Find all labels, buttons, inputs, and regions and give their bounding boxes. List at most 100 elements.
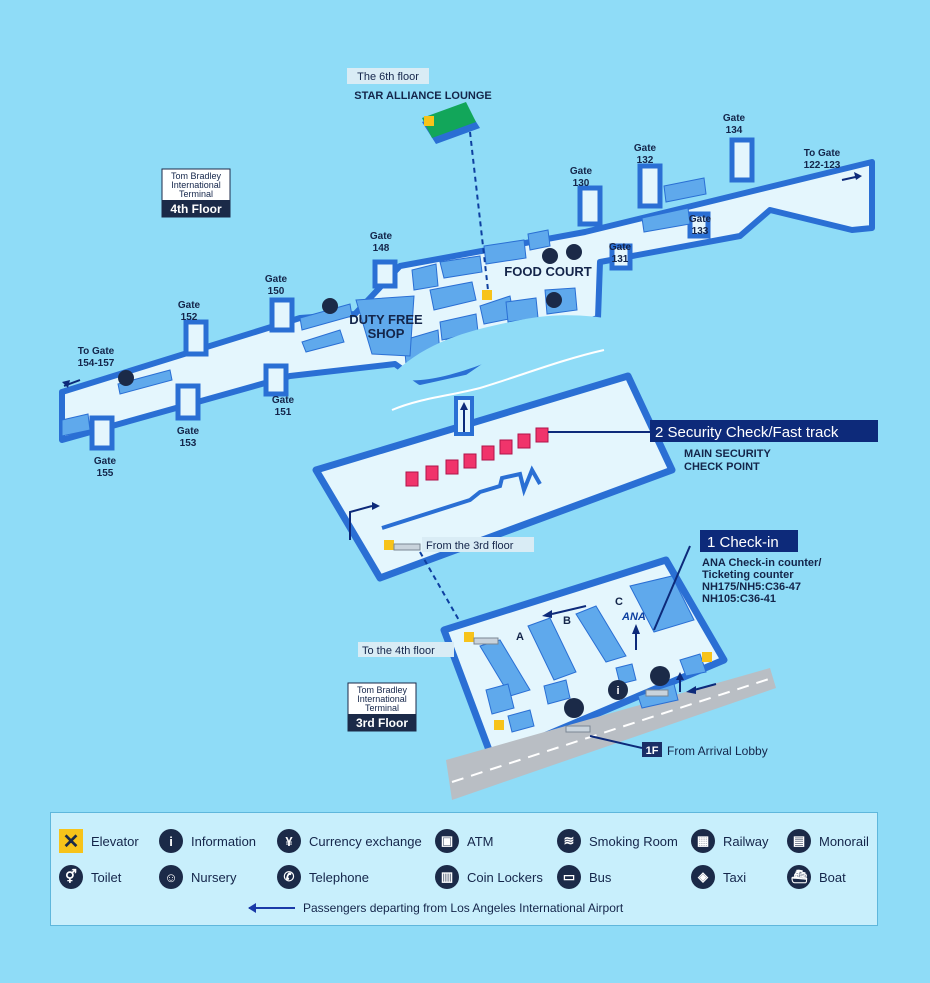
- legend-coin-lockers: ▥ Coin Lockers: [435, 865, 543, 889]
- atm-icon: ▣: [435, 829, 459, 853]
- bus-icon: ▭: [557, 865, 581, 889]
- legend-currency-exchange: ¥ Currency exchange: [277, 829, 422, 853]
- information-icon: i: [159, 829, 183, 853]
- currency-exchange-icon: ¥: [277, 829, 301, 853]
- svg-text:To Gate: To Gate: [78, 346, 115, 357]
- svg-text:150: 150: [268, 286, 285, 297]
- smoking-room-icon: ≋: [557, 829, 581, 853]
- svg-text:Terminal: Terminal: [179, 189, 213, 199]
- svg-text:148: 148: [373, 243, 390, 254]
- svg-text:4th Floor: 4th Floor: [170, 202, 222, 216]
- fourth-floor-concourse: [59, 137, 875, 451]
- svg-text:133: 133: [692, 226, 709, 237]
- legend-nursery: ☺ Nursery: [159, 865, 237, 889]
- svg-text:International: International: [357, 694, 407, 704]
- svg-text:Tom Bradley: Tom Bradley: [357, 685, 408, 695]
- arrow-left-icon: [248, 903, 295, 913]
- svg-text:C: C: [615, 596, 623, 608]
- from-3rd-floor-label: From the 3rd floor: [426, 540, 514, 552]
- security-booths: [405, 427, 549, 487]
- nursery-icon: ☺: [159, 865, 183, 889]
- legend-boat: ⛴ Boat: [787, 865, 846, 889]
- svg-text:Gate: Gate: [634, 143, 657, 154]
- svg-text:B: B: [563, 615, 571, 627]
- legend-smoking-room: ≋ Smoking Room: [557, 829, 678, 853]
- toilet-icon: [118, 370, 134, 386]
- svg-text:152: 152: [181, 312, 198, 323]
- svg-text:Gate: Gate: [177, 426, 200, 437]
- lounge-floor: The 6th floor: [357, 71, 419, 83]
- svg-text:Terminal: Terminal: [365, 703, 399, 713]
- checkin-hall: [440, 545, 776, 800]
- toilet-icon: ⚥: [59, 865, 83, 889]
- elevator-icon: ✕: [59, 829, 83, 853]
- elevator-icon: [482, 290, 492, 300]
- toilet-icon: [322, 298, 338, 314]
- information-icon: [608, 680, 628, 700]
- map-legend: ✕ Elevator i Information ¥ Currency exch…: [50, 812, 878, 926]
- toilet-icon: [564, 698, 584, 718]
- svg-text:Tom Bradley: Tom Bradley: [171, 171, 222, 181]
- to-4th-floor-label: To the 4th floor: [362, 645, 435, 657]
- food-court-label: FOOD COURT: [504, 264, 591, 279]
- legend-toilet: ⚥ Toilet: [59, 865, 121, 889]
- svg-text:To Gate: To Gate: [804, 148, 841, 159]
- coin-lockers-icon: ▥: [435, 865, 459, 889]
- terminal-sign-3rd: Tom Bradley International Terminal 3rd F…: [347, 682, 417, 732]
- svg-text:CHECK POINT: CHECK POINT: [684, 461, 760, 473]
- svg-text:132: 132: [637, 155, 654, 166]
- toilet-icon: [566, 244, 582, 260]
- railway-icon: ▦: [691, 829, 715, 853]
- svg-text:Gate: Gate: [689, 214, 712, 225]
- svg-text:NH175/NH5:C36-47: NH175/NH5:C36-47: [702, 581, 801, 593]
- svg-text:3rd Floor: 3rd Floor: [356, 716, 408, 730]
- currency-exchange-icon: [650, 666, 670, 686]
- map-labels: The 6th floor STAR ALLIANCE LOUNGE Gate …: [78, 68, 878, 758]
- svg-text:ANA Check-in counter/: ANA Check-in counter/: [702, 557, 821, 569]
- svg-text:Gate: Gate: [94, 456, 117, 467]
- terminal-sign-4th: Tom Bradley International Terminal 4th F…: [161, 168, 231, 218]
- duty-free-label: DUTY FREE: [349, 312, 423, 327]
- svg-text:International: International: [171, 180, 221, 190]
- svg-text:1F: 1F: [646, 745, 659, 757]
- security-callout: 2 Security Check/Fast track: [655, 424, 839, 441]
- svg-text:153: 153: [180, 438, 197, 449]
- svg-text:A: A: [516, 631, 524, 643]
- svg-text:i: i: [616, 685, 619, 697]
- legend-telephone: ✆ Telephone: [277, 865, 369, 889]
- main-security-label: MAIN SECURITY: [684, 448, 771, 460]
- boat-icon: ⛴: [787, 865, 811, 889]
- svg-text:NH105:C36-41: NH105:C36-41: [702, 593, 776, 605]
- svg-text:134: 134: [726, 125, 743, 136]
- checkin-callout: 1 Check-in: [707, 534, 779, 551]
- currency-exchange-icon: [542, 248, 558, 264]
- svg-text:Gate: Gate: [265, 274, 288, 285]
- legend-elevator: ✕ Elevator: [59, 829, 139, 853]
- legend-railway: ▦ Railway: [691, 829, 769, 853]
- svg-text:Gate: Gate: [609, 242, 632, 253]
- monorail-icon: ▤: [787, 829, 811, 853]
- map-icons: i: [118, 244, 670, 718]
- svg-text:122-123: 122-123: [804, 160, 841, 171]
- svg-text:130: 130: [573, 178, 590, 189]
- taxi-icon: ◈: [691, 865, 715, 889]
- lounge-name: STAR ALLIANCE LOUNGE: [354, 90, 492, 102]
- svg-text:Gate: Gate: [723, 113, 746, 124]
- svg-text:Gate: Gate: [370, 231, 393, 242]
- svg-text:Gate: Gate: [570, 166, 593, 177]
- legend-bus: ▭ Bus: [557, 865, 611, 889]
- legend-departure-note: Passengers departing from Los Angeles In…: [248, 901, 623, 915]
- svg-text:Gate: Gate: [178, 300, 201, 311]
- legend-monorail: ▤ Monorail: [787, 829, 869, 853]
- star-alliance-lounge: [422, 102, 489, 291]
- svg-text:131: 131: [612, 254, 629, 265]
- svg-text:151: 151: [275, 407, 292, 418]
- telephone-icon: ✆: [277, 865, 301, 889]
- security-area: [312, 372, 676, 637]
- legend-atm: ▣ ATM: [435, 829, 493, 853]
- svg-text:Ticketing counter: Ticketing counter: [702, 569, 794, 581]
- svg-text:154-157: 154-157: [78, 358, 115, 369]
- toilet-icon: [546, 292, 562, 308]
- svg-text:Gate: Gate: [272, 395, 295, 406]
